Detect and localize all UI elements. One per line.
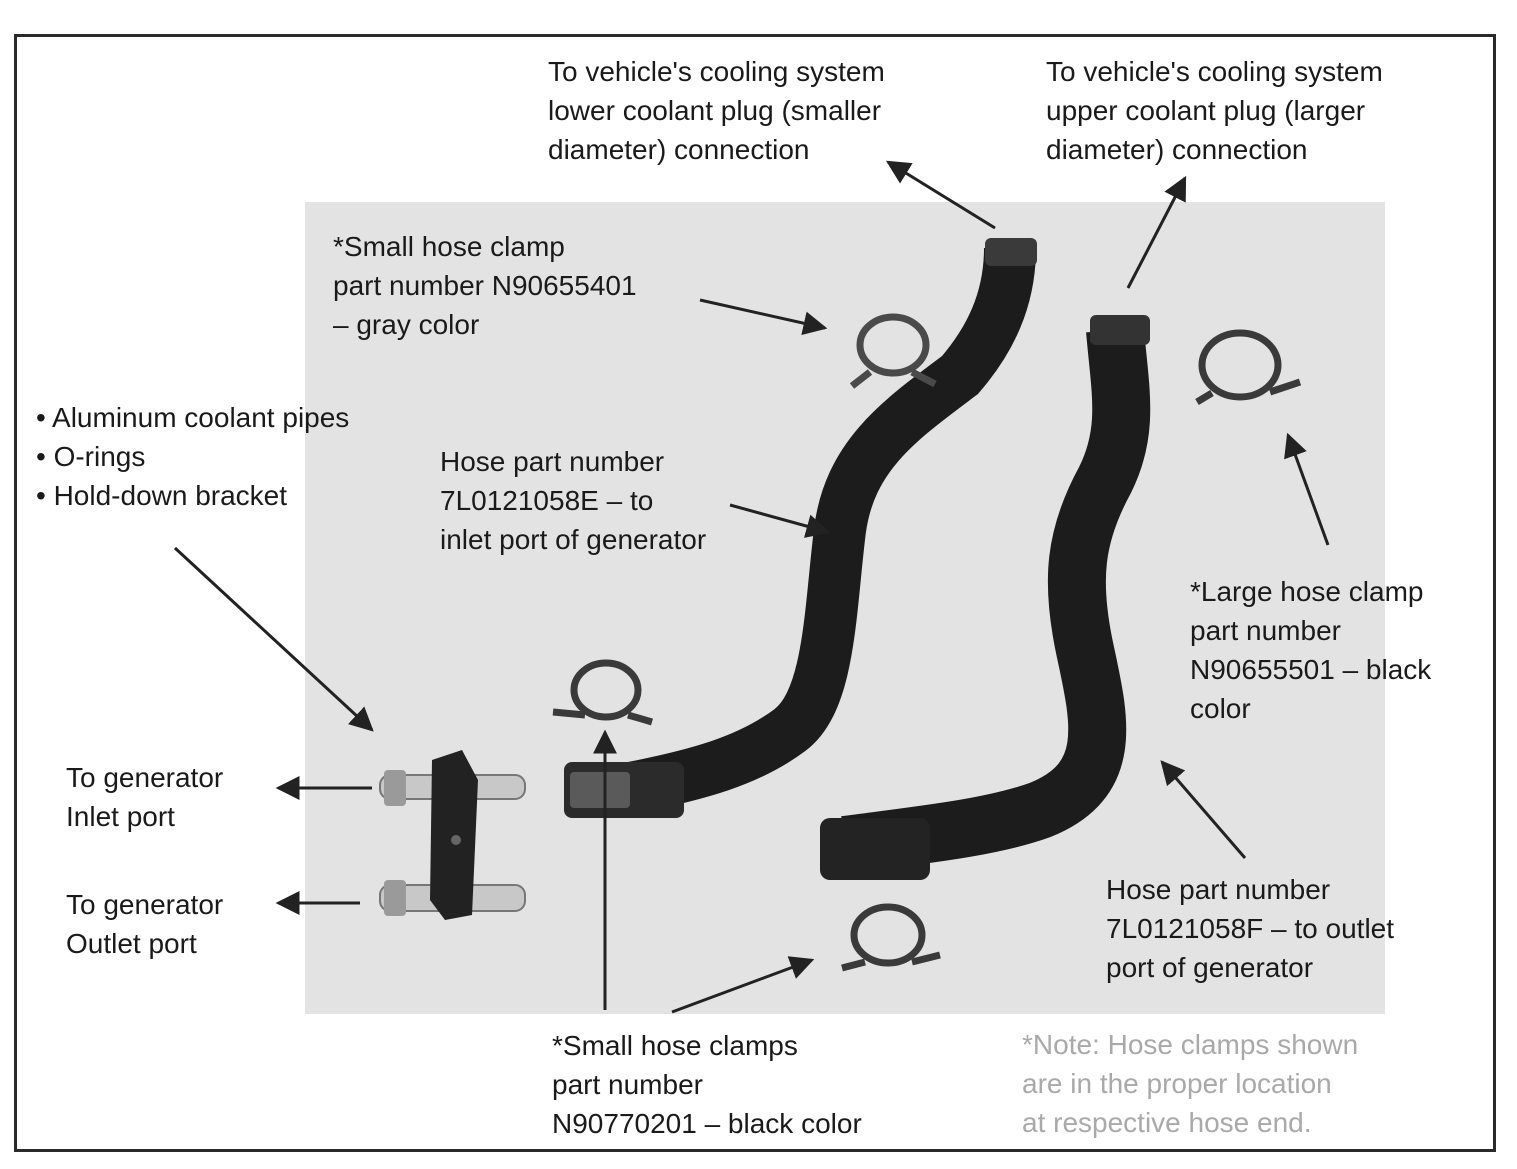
label-generator-outlet: To generator Outlet port <box>66 885 223 963</box>
label-line: • Aluminum coolant pipes <box>36 402 350 433</box>
hose-inlet-part <box>564 238 1037 818</box>
label-hose-inlet: Hose part number 7L0121058E – to inlet p… <box>440 442 706 559</box>
label-line: To generator <box>66 762 224 793</box>
label-line: 7L0121058E – to <box>440 485 654 516</box>
label-line: To vehicle's cooling system <box>1046 56 1383 87</box>
label-line: N90655501 – black <box>1190 654 1432 685</box>
label-line: port of generator <box>1106 952 1314 983</box>
label-line: To generator <box>66 889 224 920</box>
hose-clamp-icon <box>1195 329 1302 406</box>
label-line: upper coolant plug (larger <box>1046 95 1366 126</box>
label-line: To vehicle's cooling system <box>548 56 885 87</box>
label-line: at respective hose end. <box>1022 1107 1312 1138</box>
label-line: part number N90655401 <box>333 270 637 301</box>
label-line: *Large hose clamp <box>1190 576 1424 607</box>
label-line: • Hold-down bracket <box>36 480 288 511</box>
label-line: diameter) connection <box>1046 134 1308 165</box>
label-line: part number <box>1190 615 1341 646</box>
label-pipes-list: • Aluminum coolant pipes • O-rings • Hol… <box>36 398 349 515</box>
label-line: lower coolant plug (smaller <box>548 95 882 126</box>
label-hose-outlet: Hose part number 7L0121058F – to outlet … <box>1106 870 1394 987</box>
label-line: 7L0121058F – to outlet <box>1106 913 1395 944</box>
label-lower-plug-connection: To vehicle's cooling system lower coolan… <box>548 52 885 169</box>
label-line: *Note: Hose clamps shown <box>1022 1029 1359 1060</box>
label-small-hose-clamp-gray: *Small hose clamp part number N90655401 … <box>333 227 637 344</box>
label-line: color <box>1190 693 1251 724</box>
hold-down-bracket-icon <box>430 750 478 920</box>
label-line: Hose part number <box>1106 874 1331 905</box>
label-line: *Small hose clamp <box>333 231 565 262</box>
hose-clamp-icon <box>552 659 653 726</box>
label-large-hose-clamp: *Large hose clamp part number N90655501 … <box>1190 572 1431 728</box>
label-upper-plug-connection: To vehicle's cooling system upper coolan… <box>1046 52 1383 169</box>
label-note: *Note: Hose clamps shown are in the prop… <box>1022 1025 1358 1142</box>
label-small-hose-clamps-black: *Small hose clamps part number N90770201… <box>552 1026 862 1143</box>
label-generator-inlet: To generator Inlet port <box>66 758 223 836</box>
label-line: Outlet port <box>66 928 197 959</box>
label-line: N90770201 – black color <box>552 1108 862 1139</box>
label-line: Inlet port <box>66 801 175 832</box>
label-line: inlet port of generator <box>440 524 707 555</box>
label-line: – gray color <box>333 309 480 340</box>
label-line: • O-rings <box>36 441 146 472</box>
leader-arrows <box>173 160 1330 1014</box>
hose-clamp-icon <box>849 313 937 389</box>
label-line: *Small hose clamps <box>552 1030 798 1061</box>
label-line: diameter) connection <box>548 134 810 165</box>
hose-clamp-icon <box>841 903 941 972</box>
label-line: part number <box>552 1069 703 1100</box>
label-line: Hose part number <box>440 446 665 477</box>
hose-outlet-part <box>820 315 1151 880</box>
label-line: are in the proper location <box>1022 1068 1332 1099</box>
